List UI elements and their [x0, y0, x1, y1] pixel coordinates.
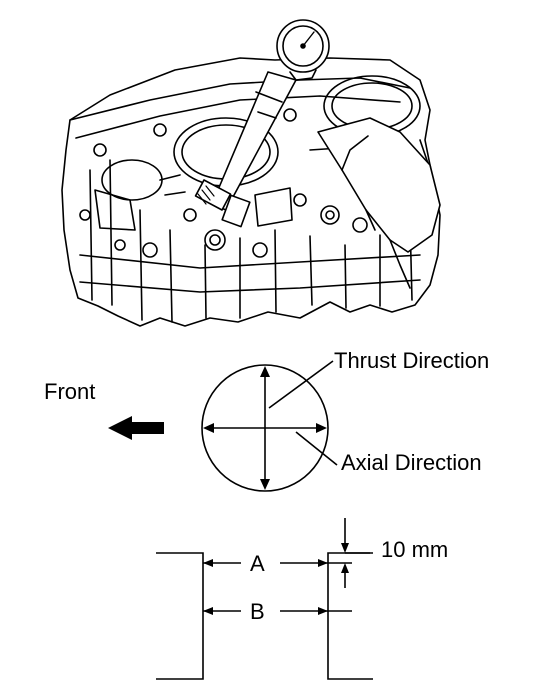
direction-arrowheads — [203, 366, 327, 490]
measurement-a-label: A — [250, 551, 265, 576]
axial-direction-label: Axial Direction — [341, 450, 482, 475]
offset-10mm-label: 10 mm — [381, 537, 448, 562]
front-label: Front — [44, 379, 95, 404]
arrow-left-icon — [108, 416, 164, 440]
thrust-direction-label: Thrust Direction — [334, 348, 489, 373]
thrust-leader-line — [268, 360, 334, 409]
dimension-arrowheads — [203, 543, 349, 615]
measurement-b-label: B — [250, 599, 265, 624]
axial-leader-line — [295, 431, 338, 466]
bore-cross-section — [201, 364, 329, 492]
engine-block-illustration — [61, 19, 441, 327]
bore-wall-section — [156, 518, 373, 680]
